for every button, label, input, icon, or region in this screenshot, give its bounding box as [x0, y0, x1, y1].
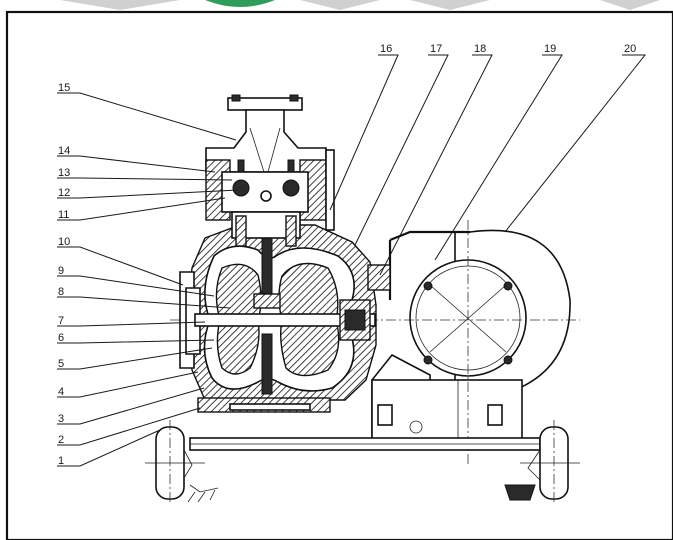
callout-16: 16 — [380, 43, 392, 55]
callout-6: 6 — [58, 332, 64, 344]
callout-14: 14 — [58, 145, 70, 157]
callout-10: 10 — [58, 236, 70, 248]
shaft-icon — [194, 264, 391, 341]
callout-8: 8 — [58, 286, 64, 298]
header-band — [0, 0, 673, 12]
callout-2: 2 — [58, 434, 64, 446]
callout-labels: 15 14 13 12 11 10 9 8 7 6 5 4 3 2 1 16 1… — [58, 43, 636, 467]
trolley-frame-icon — [145, 420, 580, 505]
callout-15: 15 — [58, 82, 70, 94]
callout-1: 1 — [58, 455, 64, 467]
callout-11: 11 — [58, 209, 69, 221]
motor-icon — [371, 220, 571, 465]
callout-17: 17 — [430, 43, 442, 55]
callout-20: 20 — [624, 43, 636, 55]
callout-3: 3 — [58, 413, 64, 425]
callout-7: 7 — [58, 315, 64, 327]
callout-13: 13 — [58, 167, 70, 179]
callout-9: 9 — [58, 265, 64, 277]
callout-4: 4 — [58, 386, 64, 398]
callout-5: 5 — [58, 358, 64, 370]
callout-18: 18 — [474, 43, 486, 55]
callout-12: 12 — [58, 187, 70, 199]
valve-manifold-icon — [205, 94, 335, 247]
logo-icon — [205, 0, 275, 7]
callout-19: 19 — [544, 43, 556, 55]
leader-lines — [57, 54, 647, 467]
drawing-border — [5, 10, 673, 540]
